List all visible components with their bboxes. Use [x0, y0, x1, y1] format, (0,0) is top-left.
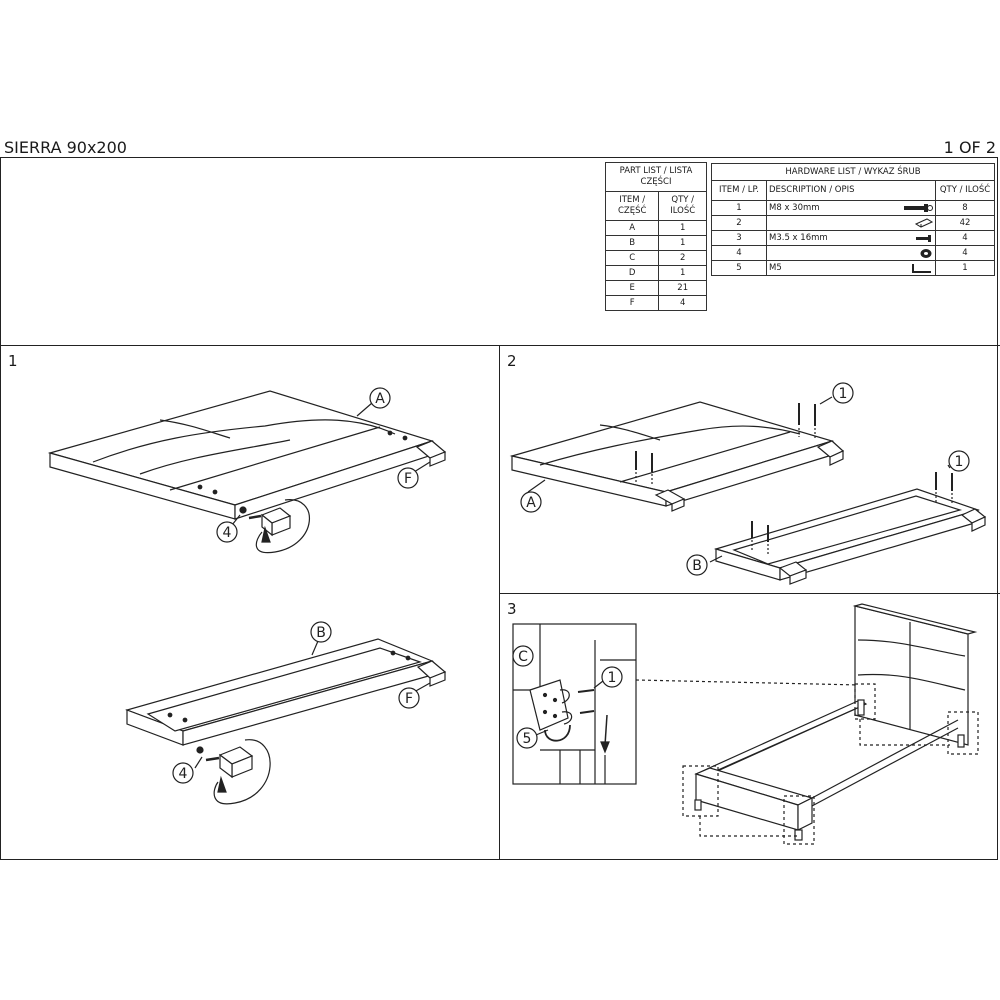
headboard-a-drawing	[47, 390, 447, 554]
callout-circle	[310, 621, 332, 643]
washer-icon	[920, 248, 932, 258]
screw-icon	[916, 234, 931, 242]
step2-headboard-drawing	[509, 396, 845, 512]
callout-circle	[398, 687, 420, 709]
label-5-step3: 5	[523, 731, 532, 747]
page-number: 1 OF 2	[943, 138, 996, 157]
label-c-step3: C	[518, 649, 528, 665]
label-1-step3: 1	[608, 670, 617, 686]
callout-circle	[369, 387, 391, 409]
bolt-icon	[904, 203, 933, 212]
bracket-detail-inset	[512, 623, 637, 785]
hardware-qty: 1	[935, 260, 995, 276]
step-number-2: 2	[507, 352, 517, 370]
step-number-3: 3	[507, 600, 517, 618]
part-list-col-qty: QTY / ILOŚĆ	[658, 191, 707, 221]
hardware-desc-cell: M5	[766, 260, 936, 276]
label-f-step1-bottom: F	[405, 691, 413, 707]
label-1-step2-top: 1	[839, 386, 848, 402]
panel-divider-right	[499, 593, 1000, 594]
hardware-list-table: HARDWARE LIST / WYKAZ ŚRUB ITEM / LP. DE…	[711, 163, 995, 276]
step-number-1: 1	[8, 352, 18, 370]
bed-frame-drawing	[635, 603, 979, 845]
label-4-step1-top: 4	[223, 525, 232, 541]
table-row: 1 M8 x 30mm 8	[711, 200, 995, 216]
part-item: F	[604, 295, 660, 311]
label-b-step2: B	[692, 558, 702, 574]
callout-circle	[512, 645, 534, 667]
plug-icon	[915, 218, 933, 228]
part-list-col-item: ITEM / CZĘŚĆ	[604, 191, 660, 221]
label-f-step1-top: F	[404, 471, 412, 487]
hardware-item: 5	[711, 260, 767, 276]
label-b-step1: B	[316, 625, 326, 641]
allen-key-icon	[912, 263, 931, 273]
callout-circle	[520, 491, 542, 513]
table-row: 2 42	[711, 215, 995, 231]
callout-circle	[948, 450, 970, 472]
callout-circle	[601, 666, 623, 688]
callout-circle	[516, 727, 538, 749]
callout-circle	[832, 382, 854, 404]
label-a-step2: A	[526, 495, 536, 511]
panel-divider-top	[0, 345, 1000, 346]
callout-circle	[686, 554, 708, 576]
part-list-title: PART LIST / LISTA CZĘŚCI	[605, 162, 707, 192]
part-qty: 4	[658, 295, 707, 311]
table-row: 5 M5 1	[711, 260, 995, 276]
panel-divider-vertical	[499, 345, 500, 860]
hardware-desc: M3.5 x 16mm	[769, 232, 828, 243]
document-title: SIERRA 90x200	[4, 138, 127, 157]
step2-footboard-drawing	[709, 464, 987, 585]
label-4-step1-bottom: 4	[179, 766, 188, 782]
hardware-desc: M5	[769, 262, 782, 273]
callout-circle	[397, 467, 419, 489]
label-1-step2-bottom: 1	[955, 454, 964, 470]
part-list-table: PART LIST / LISTA CZĘŚCI ITEM / CZĘŚĆ QT…	[604, 162, 707, 311]
callout-circle	[172, 762, 194, 784]
hardware-desc: M8 x 30mm	[769, 202, 820, 213]
callout-circle	[216, 521, 238, 543]
label-a-step1: A	[375, 391, 385, 407]
footboard-b-drawing	[125, 638, 447, 805]
